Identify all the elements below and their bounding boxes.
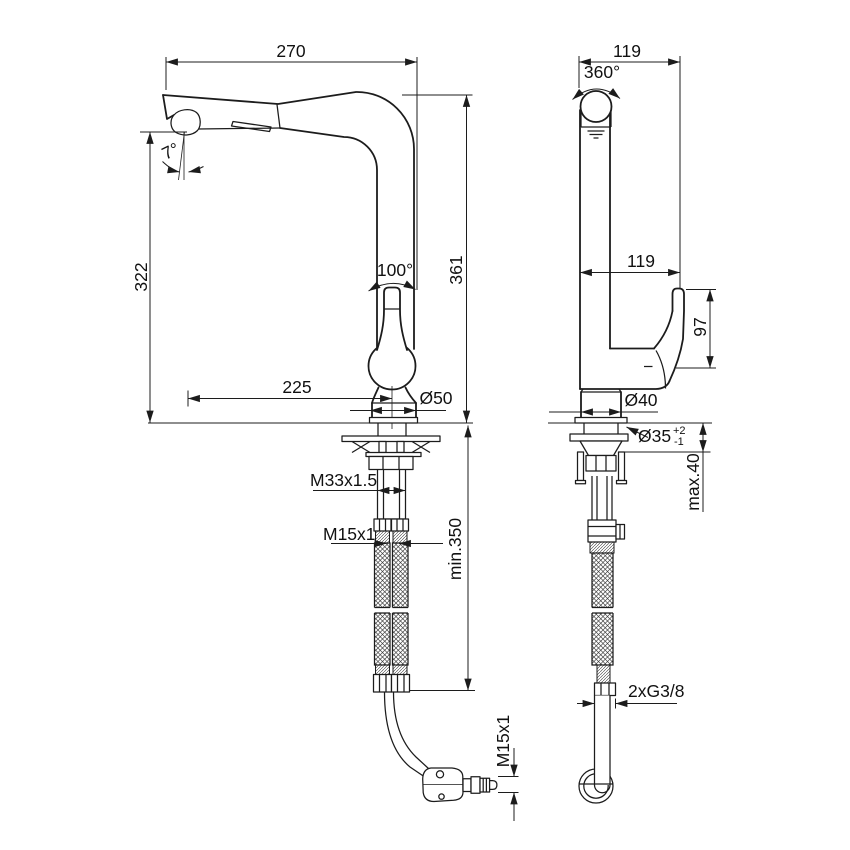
label-hose-thread: M15x1 [323, 524, 376, 544]
side-view-dimensions: 119 360° 119 97 Ø40 Ø35 +2 -1 max.40 2xG… [549, 41, 716, 709]
hose-end-nut-right [390, 673, 411, 693]
escutcheon-front [368, 416, 419, 424]
threaded-shank [376, 469, 407, 520]
label-hole-tolerance-plus: +2 [673, 425, 686, 437]
dim-max-deck-thickness: max.40 [683, 453, 703, 511]
mounting-hardware-front [341, 423, 441, 520]
hose-end-nut-left [372, 673, 393, 693]
hose-nut-side [593, 682, 617, 697]
spray-button [230, 120, 272, 133]
hose-right [391, 542, 409, 666]
label-hole-diameter: Ø35 [638, 426, 671, 446]
body-and-lever-side [579, 287, 685, 390]
dim-base-diameter: Ø40 [624, 390, 657, 410]
dim-spray-angle: 7° [159, 138, 183, 163]
spray-nozzle [170, 109, 201, 136]
front-view [148, 91, 498, 803]
hose-side [578, 476, 626, 804]
dim-body-diameter: Ø50 [419, 388, 452, 408]
dim-min-hose-length: min.350 [445, 518, 465, 581]
spray-hose-assembly [383, 691, 498, 803]
label-sprayhose-thread: M15x1 [493, 715, 513, 768]
dim-overall-width: 270 [276, 41, 305, 61]
dim-swivel-angle: 360° [584, 62, 620, 82]
hose-left [373, 542, 391, 666]
mounting-nut [368, 455, 414, 471]
spout-outline [162, 91, 415, 350]
handle-lever [376, 286, 408, 353]
swivel-cap [579, 90, 613, 123]
aerator-marks [587, 130, 605, 139]
dim-handle-depth: 119 [627, 251, 655, 271]
riser-pipe-side [579, 90, 613, 390]
dim-top-depth: 119 [613, 41, 641, 61]
mounting-hardware-side [569, 423, 629, 485]
dim-spout-reach: 225 [282, 377, 311, 397]
supply-hoses-front [372, 518, 411, 693]
dim-outlet-height: 322 [131, 262, 151, 291]
escutcheon-side [574, 416, 628, 424]
label-mounting-thread: M33x1.5 [310, 470, 377, 490]
dim-handle-height: 97 [690, 317, 710, 336]
label-hole-tolerance-minus: -1 [674, 436, 684, 448]
label-supply-thread: 2xG3/8 [628, 681, 684, 701]
quick-connector [462, 778, 472, 793]
base-side [574, 388, 628, 424]
base-front [368, 386, 419, 424]
dim-handle-angle: 100° [377, 260, 413, 280]
front-view-dimensions: 270 7° 322 100° 361 225 Ø50 M33x1.5 [131, 41, 519, 821]
dim-overall-height: 361 [446, 255, 466, 284]
horseshoe-washer [341, 435, 441, 443]
